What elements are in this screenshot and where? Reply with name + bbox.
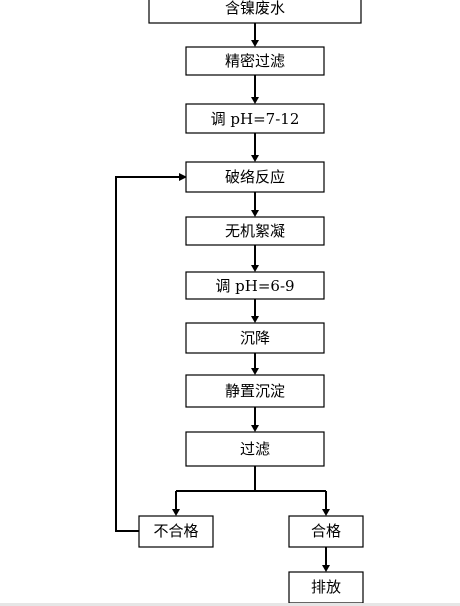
node-precision-filter: 精密过滤: [185, 46, 325, 76]
node-unqualified-label: 不合格: [153, 522, 198, 540]
node-static-settling: 静置沉淀: [185, 374, 325, 408]
arrowhead-discharge: [322, 565, 330, 572]
arrowhead-ph1: [251, 97, 259, 104]
arrowhead-filter: [251, 40, 259, 47]
node-adjust-ph-2-label: 调 pH=6-9: [215, 277, 294, 295]
node-inorganic-flocculation-label: 无机絮凝: [225, 222, 285, 240]
node-discharge: 排放: [288, 571, 364, 604]
arrowhead-loop: [179, 173, 187, 181]
node-complex-breaking: 破络反应: [185, 161, 325, 193]
node-static-settling-label: 静置沉淀: [225, 382, 285, 400]
node-discharge-label: 排放: [311, 578, 341, 596]
arrowhead-settling: [251, 316, 259, 323]
arrowhead-flocculation: [251, 210, 259, 217]
node-adjust-ph-1: 调 pH=7-12: [185, 103, 325, 134]
node-wastewater-label: 含镍废水: [225, 0, 285, 17]
arrowhead-filtration: [251, 425, 259, 432]
node-settling-label: 沉降: [240, 329, 270, 347]
arrowhead-breaking: [251, 155, 259, 162]
node-precision-filter-label: 精密过滤: [225, 52, 285, 70]
connectors: [115, 23, 330, 572]
arrowhead-unqualified: [172, 509, 180, 516]
node-adjust-ph-2: 调 pH=6-9: [185, 271, 325, 300]
edge-filtration-to-branch: [175, 466, 327, 510]
node-unqualified: 不合格: [138, 515, 214, 548]
bottom-rule: [0, 603, 460, 606]
node-filtration: 过滤: [185, 431, 325, 467]
arrowhead-static: [251, 368, 259, 375]
arrowhead-ph2: [251, 265, 259, 272]
arrowhead-qualified: [322, 509, 330, 516]
node-filtration-label: 过滤: [240, 440, 270, 458]
node-complex-breaking-label: 破络反应: [225, 168, 285, 186]
node-inorganic-flocculation: 无机絮凝: [185, 216, 325, 246]
node-qualified-label: 合格: [311, 522, 341, 540]
node-wastewater: 含镍废水: [148, 0, 362, 24]
edge-unqualified-loop-back: [115, 176, 180, 532]
node-adjust-ph-1-label: 调 pH=7-12: [211, 110, 300, 128]
node-settling: 沉降: [185, 322, 325, 354]
node-qualified: 合格: [288, 515, 364, 548]
